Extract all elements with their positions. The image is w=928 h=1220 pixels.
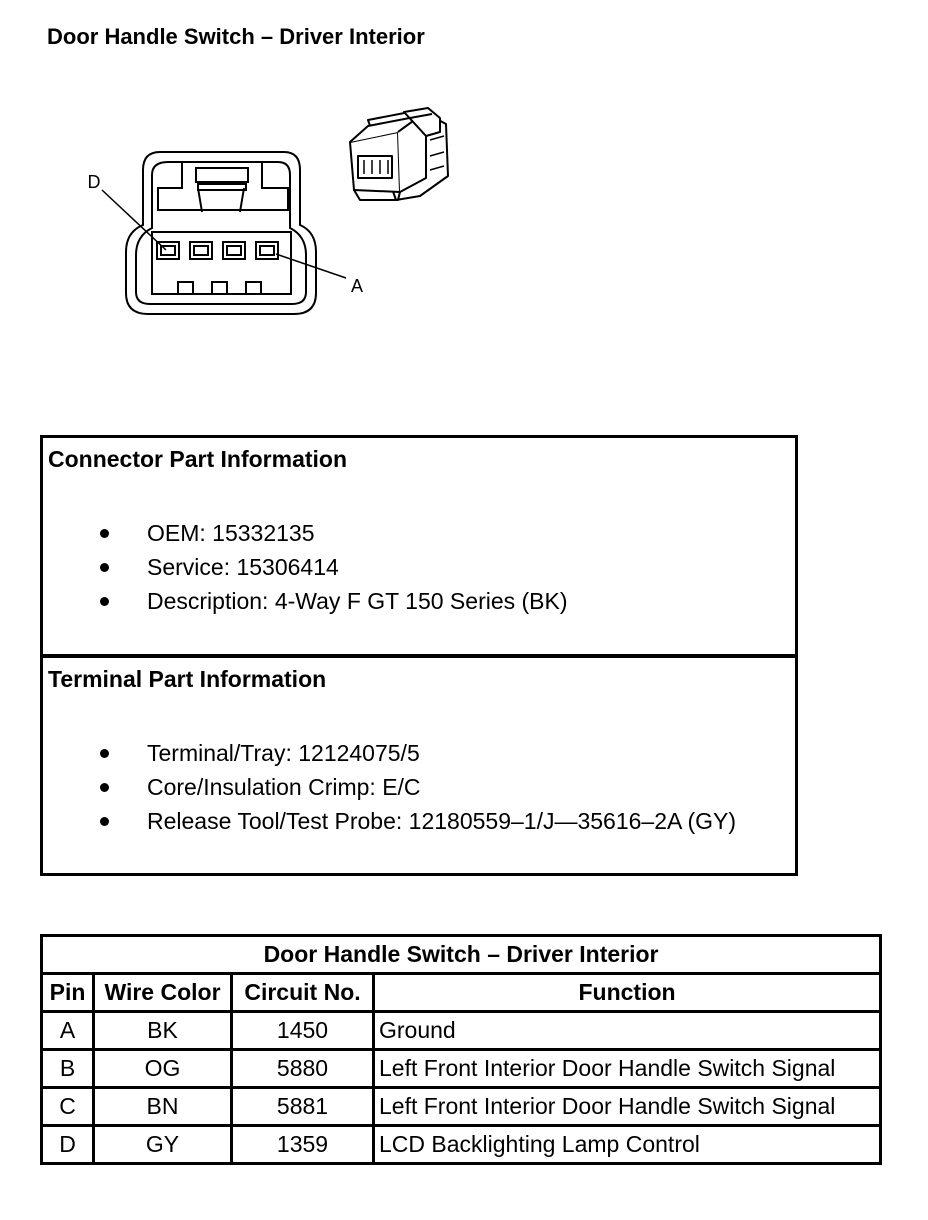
function-cell: LCD Backlighting Lamp Control <box>371 1124 883 1165</box>
pin-d-label: D <box>88 172 101 192</box>
oem-part-number: OEM: 15332135 <box>147 520 315 546</box>
terminal-part-info-heading: Terminal Part Information <box>48 666 327 692</box>
function-cell: Left Front Interior Door Handle Switch S… <box>371 1086 883 1127</box>
pin-cell: A <box>40 1010 95 1051</box>
header-circuit-no: Circuit No. <box>230 972 375 1013</box>
table-row: D GY 1359 LCD Backlighting Lamp Control <box>40 1124 883 1165</box>
list-item: Core/Insulation Crimp: E/C <box>43 770 736 804</box>
connector-isometric-image <box>349 107 449 201</box>
list-item: OEM: 15332135 <box>43 516 568 550</box>
terminal-tray: Terminal/Tray: 12124075/5 <box>147 740 420 766</box>
terminal-part-info-box: Terminal Part Information Terminal/Tray:… <box>40 655 798 876</box>
function-cell: Left Front Interior Door Handle Switch S… <box>371 1048 883 1089</box>
table-header-row: Pin Wire Color Circuit No. Function <box>40 972 883 1013</box>
pinout-table: Door Handle Switch – Driver Interior Pin… <box>39 934 883 1165</box>
page-title: Door Handle Switch – Driver Interior <box>47 24 425 49</box>
connector-face-diagram: D A <box>88 151 363 315</box>
circuit-cell: 1450 <box>230 1010 375 1051</box>
connector-description: Description: 4-Way F GT 150 Series (BK) <box>147 588 568 614</box>
pin-a-label: A <box>351 276 363 296</box>
bullet-icon <box>100 597 109 606</box>
connector-part-info-list: OEM: 15332135 Service: 15306414 Descript… <box>43 516 568 618</box>
pin-cell: B <box>40 1048 95 1089</box>
list-item: Release Tool/Test Probe: 12180559–1/J—35… <box>43 804 736 838</box>
wire-color-cell: BN <box>92 1086 233 1127</box>
bullet-icon <box>100 817 109 826</box>
circuit-cell: 5881 <box>230 1086 375 1127</box>
list-item: Terminal/Tray: 12124075/5 <box>43 736 736 770</box>
list-item: Service: 15306414 <box>43 550 568 584</box>
circuit-cell: 1359 <box>230 1124 375 1165</box>
wire-color-cell: OG <box>92 1048 233 1089</box>
table-row: C BN 5881 Left Front Interior Door Handl… <box>40 1086 883 1127</box>
table-row: B OG 5880 Left Front Interior Door Handl… <box>40 1048 883 1089</box>
bullet-icon <box>100 749 109 758</box>
header-function: Function <box>371 972 883 1013</box>
table-title-row: Door Handle Switch – Driver Interior <box>39 934 883 975</box>
service-part-number: Service: 15306414 <box>147 554 339 580</box>
table-title: Door Handle Switch – Driver Interior <box>39 934 883 975</box>
connector-part-info-box: Connector Part Information OEM: 15332135… <box>40 435 798 657</box>
function-cell: Ground <box>371 1010 883 1051</box>
table-row: A BK 1450 Ground <box>40 1010 883 1051</box>
list-item: Description: 4-Way F GT 150 Series (BK) <box>43 584 568 618</box>
header-wire-color: Wire Color <box>92 972 233 1013</box>
terminal-part-info-list: Terminal/Tray: 12124075/5 Core/Insulatio… <box>43 736 736 838</box>
bullet-icon <box>100 563 109 572</box>
pin-cell: C <box>40 1086 95 1127</box>
circuit-cell: 5880 <box>230 1048 375 1089</box>
connector-part-info-heading: Connector Part Information <box>48 446 348 472</box>
pin-cell: D <box>40 1124 95 1165</box>
wire-color-cell: BK <box>92 1010 233 1051</box>
wire-color-cell: GY <box>92 1124 233 1165</box>
bullet-icon <box>100 783 109 792</box>
crimp-info: Core/Insulation Crimp: E/C <box>147 774 421 800</box>
bullet-icon <box>100 529 109 538</box>
release-tool-info: Release Tool/Test Probe: 12180559–1/J—35… <box>147 808 737 834</box>
header-pin: Pin <box>40 972 95 1013</box>
